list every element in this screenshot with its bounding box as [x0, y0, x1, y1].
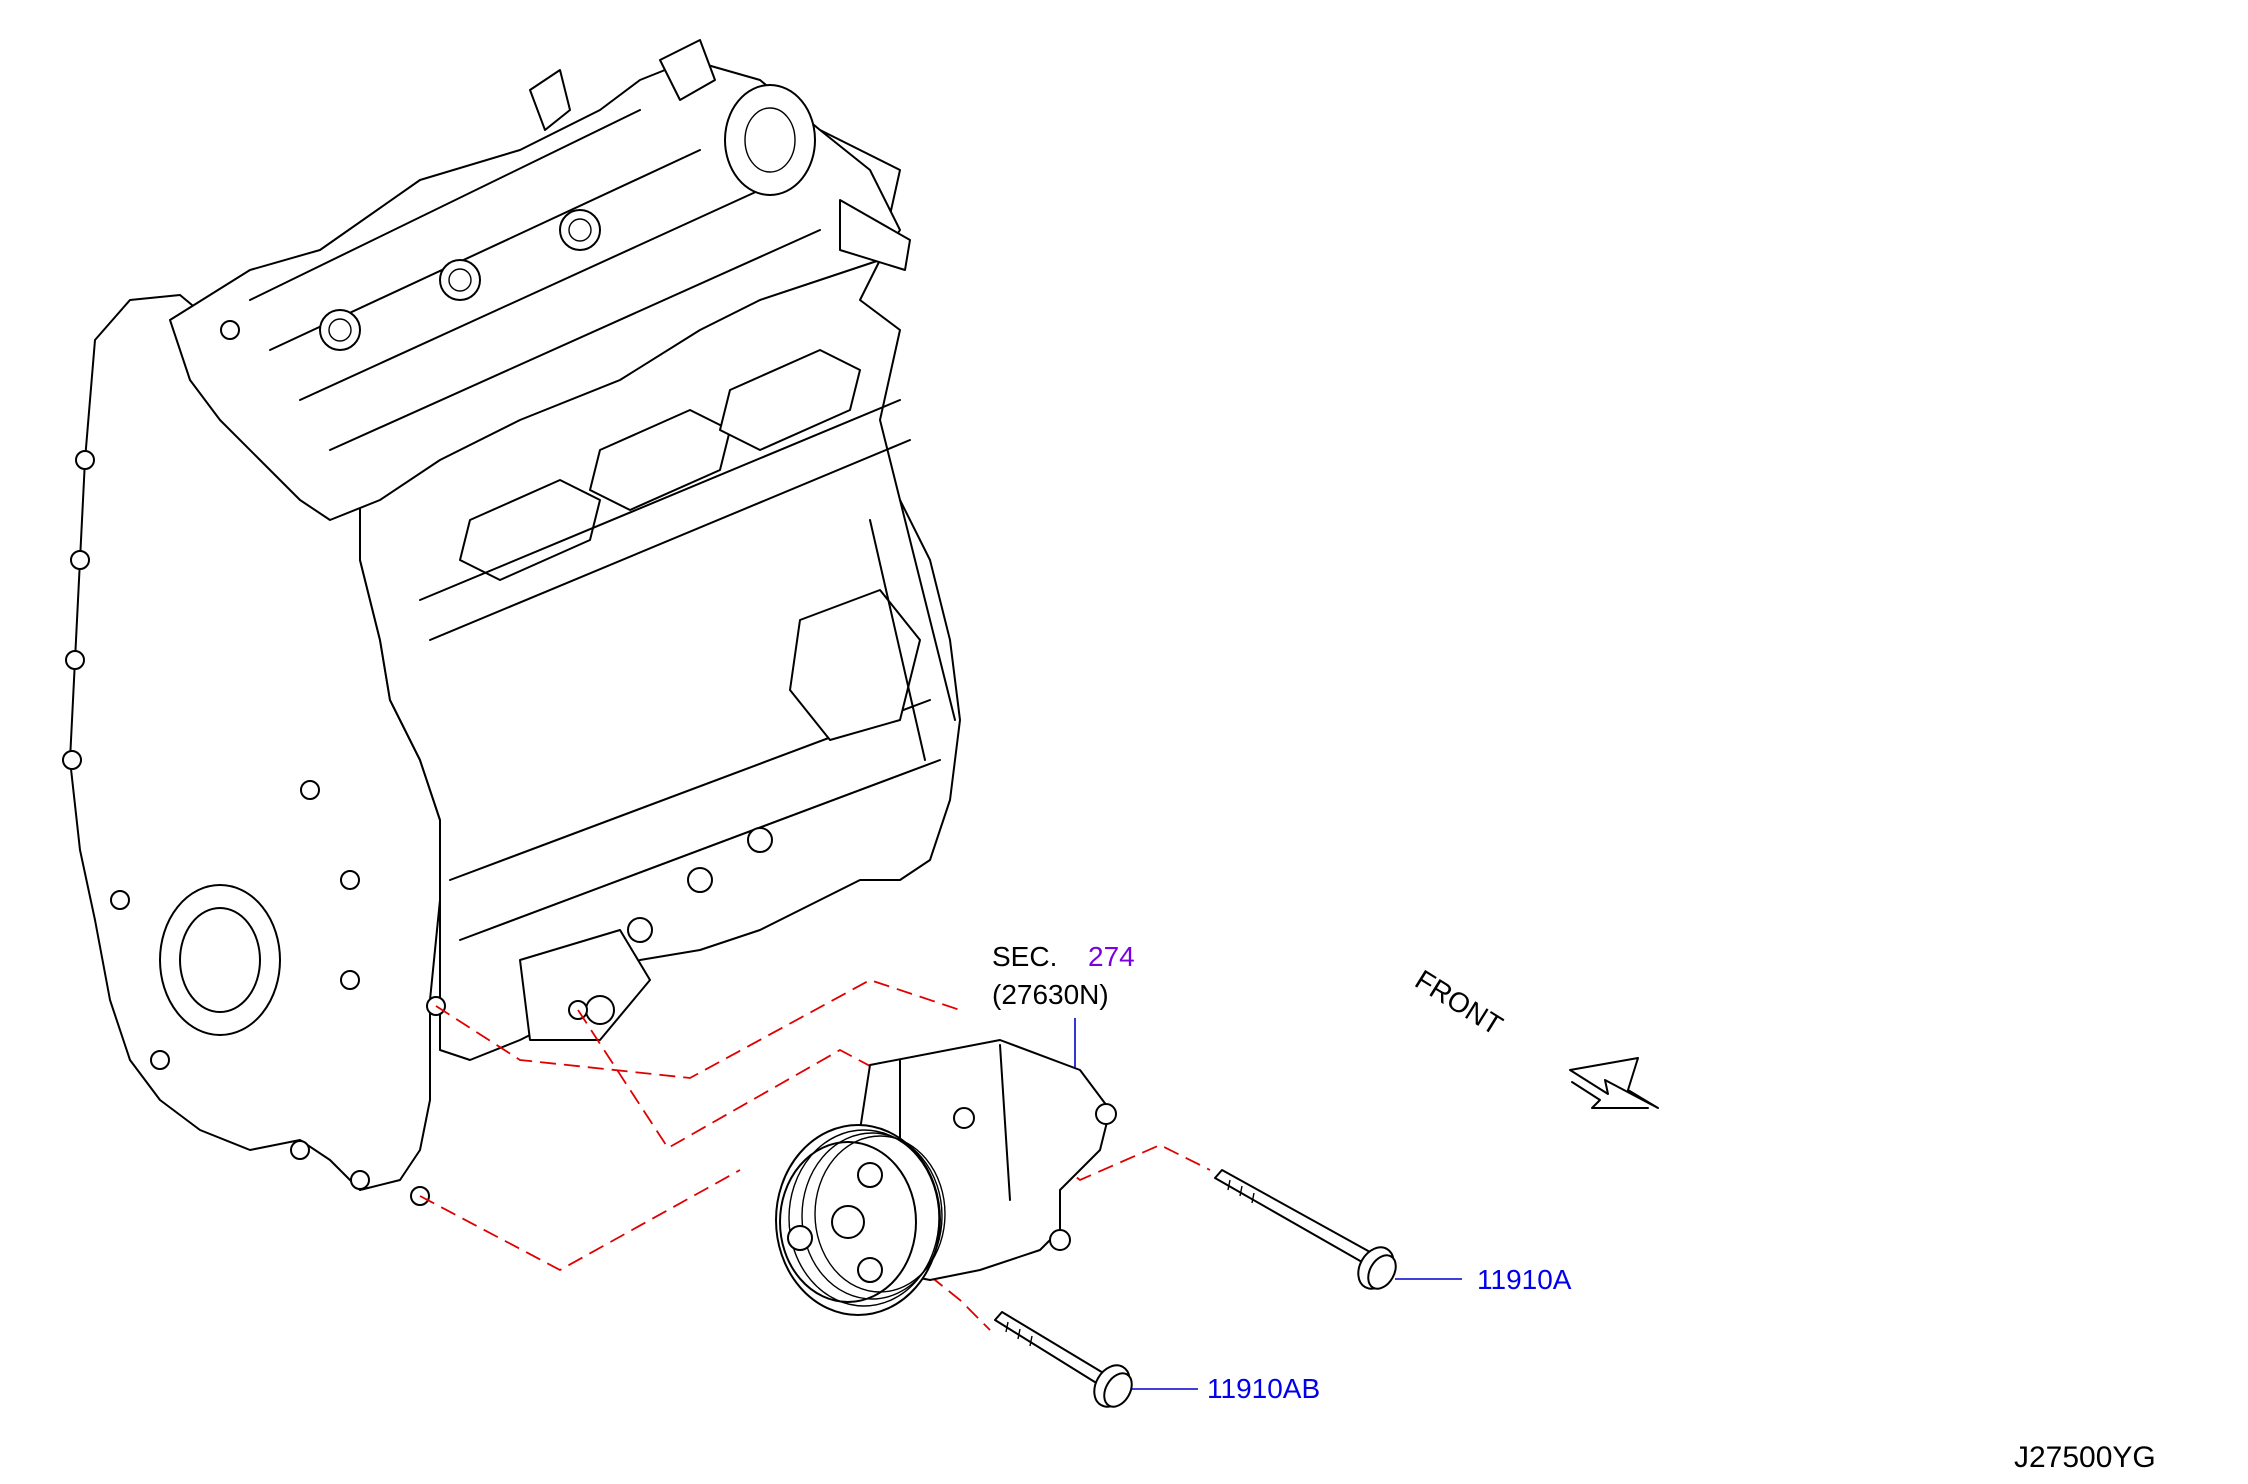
front-label: FRONT — [1410, 964, 1508, 1041]
sec-part-number: (27630N) — [992, 979, 1109, 1010]
callout-11910a[interactable]: 11910A — [1477, 1264, 1572, 1295]
sec-prefix: SEC. — [992, 941, 1057, 972]
engine-assembly — [62, 39, 961, 1206]
bolt-11910a — [1214, 1169, 1397, 1290]
perimeter-bolts — [62, 320, 370, 1190]
exhaust-ports — [419, 349, 911, 641]
bolt-11910ab — [994, 1311, 1133, 1408]
front-arrow-icon — [1569, 1057, 1659, 1109]
ac-compressor — [775, 1039, 1117, 1316]
drawing-code: J27500YG — [2014, 1441, 2156, 1474]
sec-number[interactable]: 274 — [1088, 941, 1135, 972]
callout-11910ab[interactable]: 11910AB — [1207, 1373, 1320, 1404]
